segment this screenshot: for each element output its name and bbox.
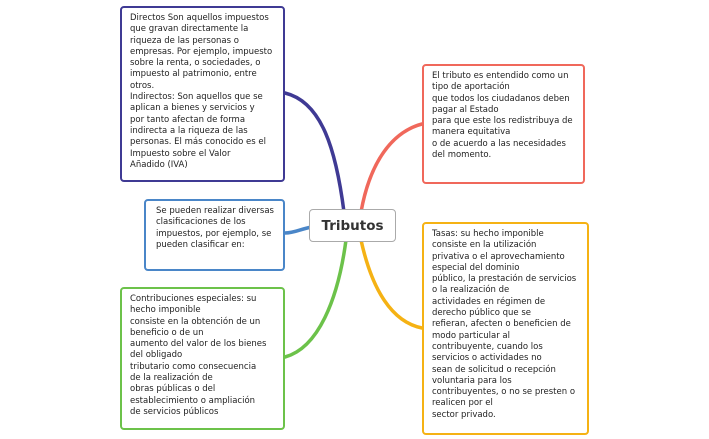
connector-contribuciones [283, 238, 348, 359]
node-contribuciones-especiales[interactable]: Contribuciones especiales: su hecho impo… [120, 287, 285, 430]
node-clasificaciones[interactable]: Se pueden realizar diversas clasificacio… [144, 199, 285, 271]
node-definicion-tributo[interactable]: El tributo es entendido como un tipo de … [422, 64, 585, 184]
connector-directos [283, 91, 346, 214]
connector-clasificar [283, 225, 314, 235]
connector-tasas [359, 238, 424, 330]
connector-tributo [359, 122, 424, 214]
central-topic-label: Tributos [321, 217, 384, 234]
node-tasas[interactable]: Tasas: su hecho imponible consiste en la… [422, 222, 589, 435]
central-topic[interactable]: Tributos [309, 209, 396, 242]
node-directos-indirectos[interactable]: Directos Son aquellos impuestos que grav… [120, 6, 285, 182]
